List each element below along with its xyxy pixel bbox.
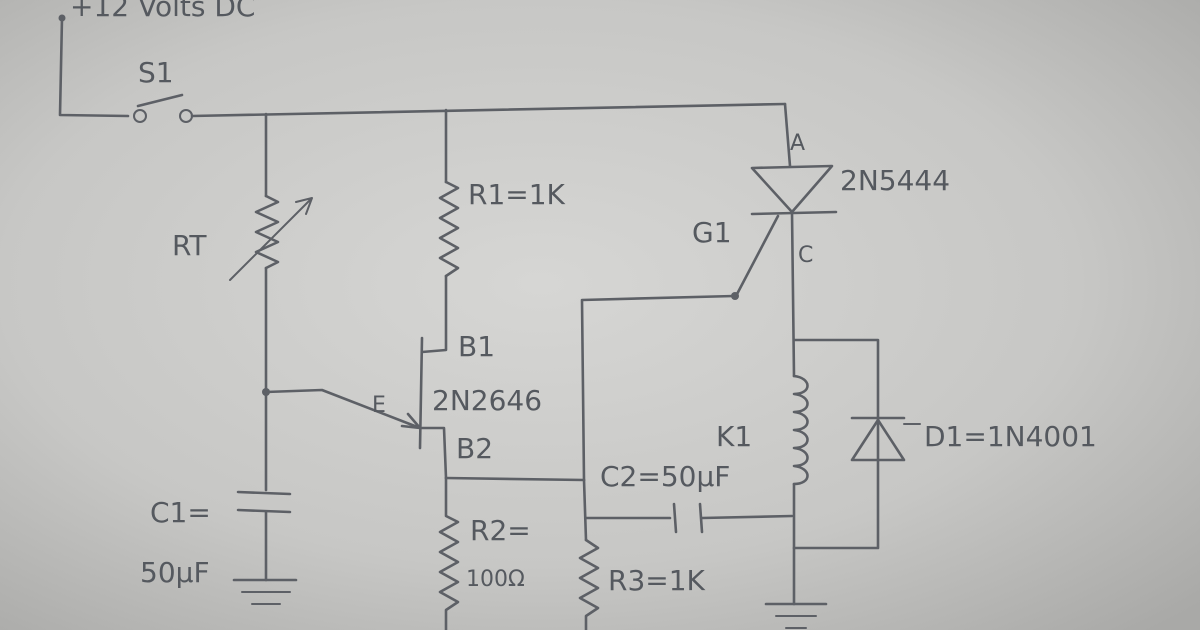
- emitter-wire: [264, 388, 422, 430]
- relay-coil-k1: [792, 374, 809, 486]
- c1-label-line1: C1=: [150, 496, 211, 529]
- gate-loop-wire: [580, 294, 736, 482]
- scr-part-label: 2N5444: [840, 164, 950, 197]
- c2-wire-right: [700, 514, 794, 520]
- switch-label: S1: [138, 56, 174, 89]
- ujt-b2-wire: [420, 426, 448, 480]
- ujt-part-label: 2N2646: [432, 384, 542, 417]
- ujt-b2-label: B2: [456, 432, 493, 465]
- r1-wire-bottom: [420, 274, 448, 354]
- capacitor-c1: [236, 490, 292, 582]
- scr-anode-wire: [783, 102, 792, 168]
- relay-label: K1: [716, 420, 752, 453]
- ground-relay-icon: [764, 602, 828, 629]
- diode-loop-wire: [792, 338, 880, 550]
- scr-triangle: [750, 164, 834, 214]
- top-rail-wire: [190, 102, 787, 118]
- c2-label: C2=50µF: [600, 460, 730, 493]
- gate-junction: [731, 292, 739, 300]
- resistor-r3: [578, 538, 600, 630]
- scr-gate-wire: [734, 214, 780, 298]
- supply-wire: [58, 16, 130, 118]
- ujt-b1-label: B1: [458, 330, 495, 363]
- r2-label-line2: 100Ω: [466, 567, 525, 592]
- emitter-arrow: [400, 412, 422, 430]
- ground-c1-icon: [232, 578, 298, 605]
- scr-gate-label: G1: [692, 216, 732, 249]
- cathode-wire: [790, 210, 796, 378]
- b2-node-wire: [444, 476, 586, 482]
- resistor-r1: [438, 180, 460, 278]
- scr-cathode-label: C: [798, 243, 813, 268]
- c1-label-line2: 50µF: [140, 556, 210, 589]
- diode-d1: [850, 416, 906, 462]
- r1-label: R1=1K: [468, 178, 566, 211]
- scr-bar: [750, 210, 838, 216]
- scr-anode-label: A: [790, 131, 805, 156]
- r2-label-line1: R2=: [470, 514, 531, 547]
- ujt-e-label: E: [372, 393, 386, 418]
- r3-label: R3=1K: [608, 564, 706, 597]
- thermistor-label: RT: [172, 229, 207, 262]
- resistor-r2: [438, 476, 460, 630]
- supply-label: +12 Volts DC: [70, 0, 255, 23]
- switch-s1: [133, 93, 193, 123]
- thermistor-rt: [254, 194, 280, 270]
- thermistor-arrow: [229, 197, 313, 281]
- r3-wire-top: [582, 478, 588, 542]
- ujt-body: [418, 336, 424, 450]
- diode-label: D1=1N4001: [924, 420, 1097, 453]
